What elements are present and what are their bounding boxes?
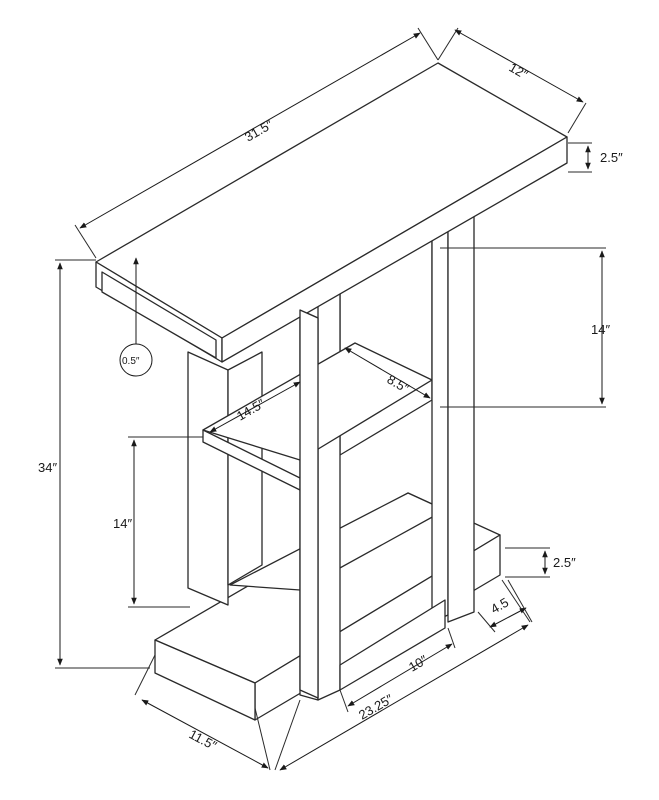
label-top-depth: 12″	[507, 60, 531, 83]
extension-line	[254, 707, 271, 771]
extension-line	[417, 27, 439, 61]
extension-line	[274, 699, 301, 771]
label-base-width: 23.25″	[356, 691, 396, 723]
extension-line	[447, 627, 456, 649]
extension-line	[74, 224, 97, 259]
label-top-thickness: 2.5″	[600, 150, 623, 165]
console-table	[95, 62, 568, 721]
tabletop-right-edge	[221, 136, 568, 363]
dimension-line-top-depth	[454, 29, 584, 103]
dimension-line-shelf-width	[209, 381, 301, 433]
label-base-depth: 11.5″	[187, 726, 220, 753]
extension-line	[567, 102, 587, 134]
label-overall-height: 34″	[38, 460, 57, 475]
drawer-recess	[101, 271, 217, 359]
overhang-callout-circle	[119, 343, 153, 377]
label-lower-shelf-gap: 14″	[113, 516, 132, 531]
right-leg-side	[431, 224, 449, 623]
dimension-line-top-width	[79, 32, 421, 229]
label-base-thickness: 2.5″	[553, 555, 576, 570]
extension-line	[134, 654, 156, 696]
extension-line	[339, 689, 349, 713]
center-column-side	[317, 281, 341, 701]
dimension-line-base-width	[279, 624, 529, 771]
label-overhang: 0.5″	[122, 356, 140, 367]
extension-line	[507, 579, 533, 623]
dimension-line-shelf-depth	[344, 347, 431, 399]
dimension-line-base-depth	[141, 699, 269, 769]
extension-line	[477, 611, 496, 633]
front-right-leg	[299, 309, 319, 699]
label-base-inner-depth: 10″	[406, 652, 430, 675]
dimension-line-base-side-depth	[489, 607, 527, 628]
label-upper-shelf-gap: 14″	[591, 322, 610, 337]
right-leg-front	[447, 199, 475, 623]
label-top-width: 31.5″	[242, 116, 276, 144]
rear-left-leg	[187, 351, 229, 606]
extension-line	[437, 27, 459, 61]
label-base-side-depth: 4.5	[488, 595, 511, 617]
